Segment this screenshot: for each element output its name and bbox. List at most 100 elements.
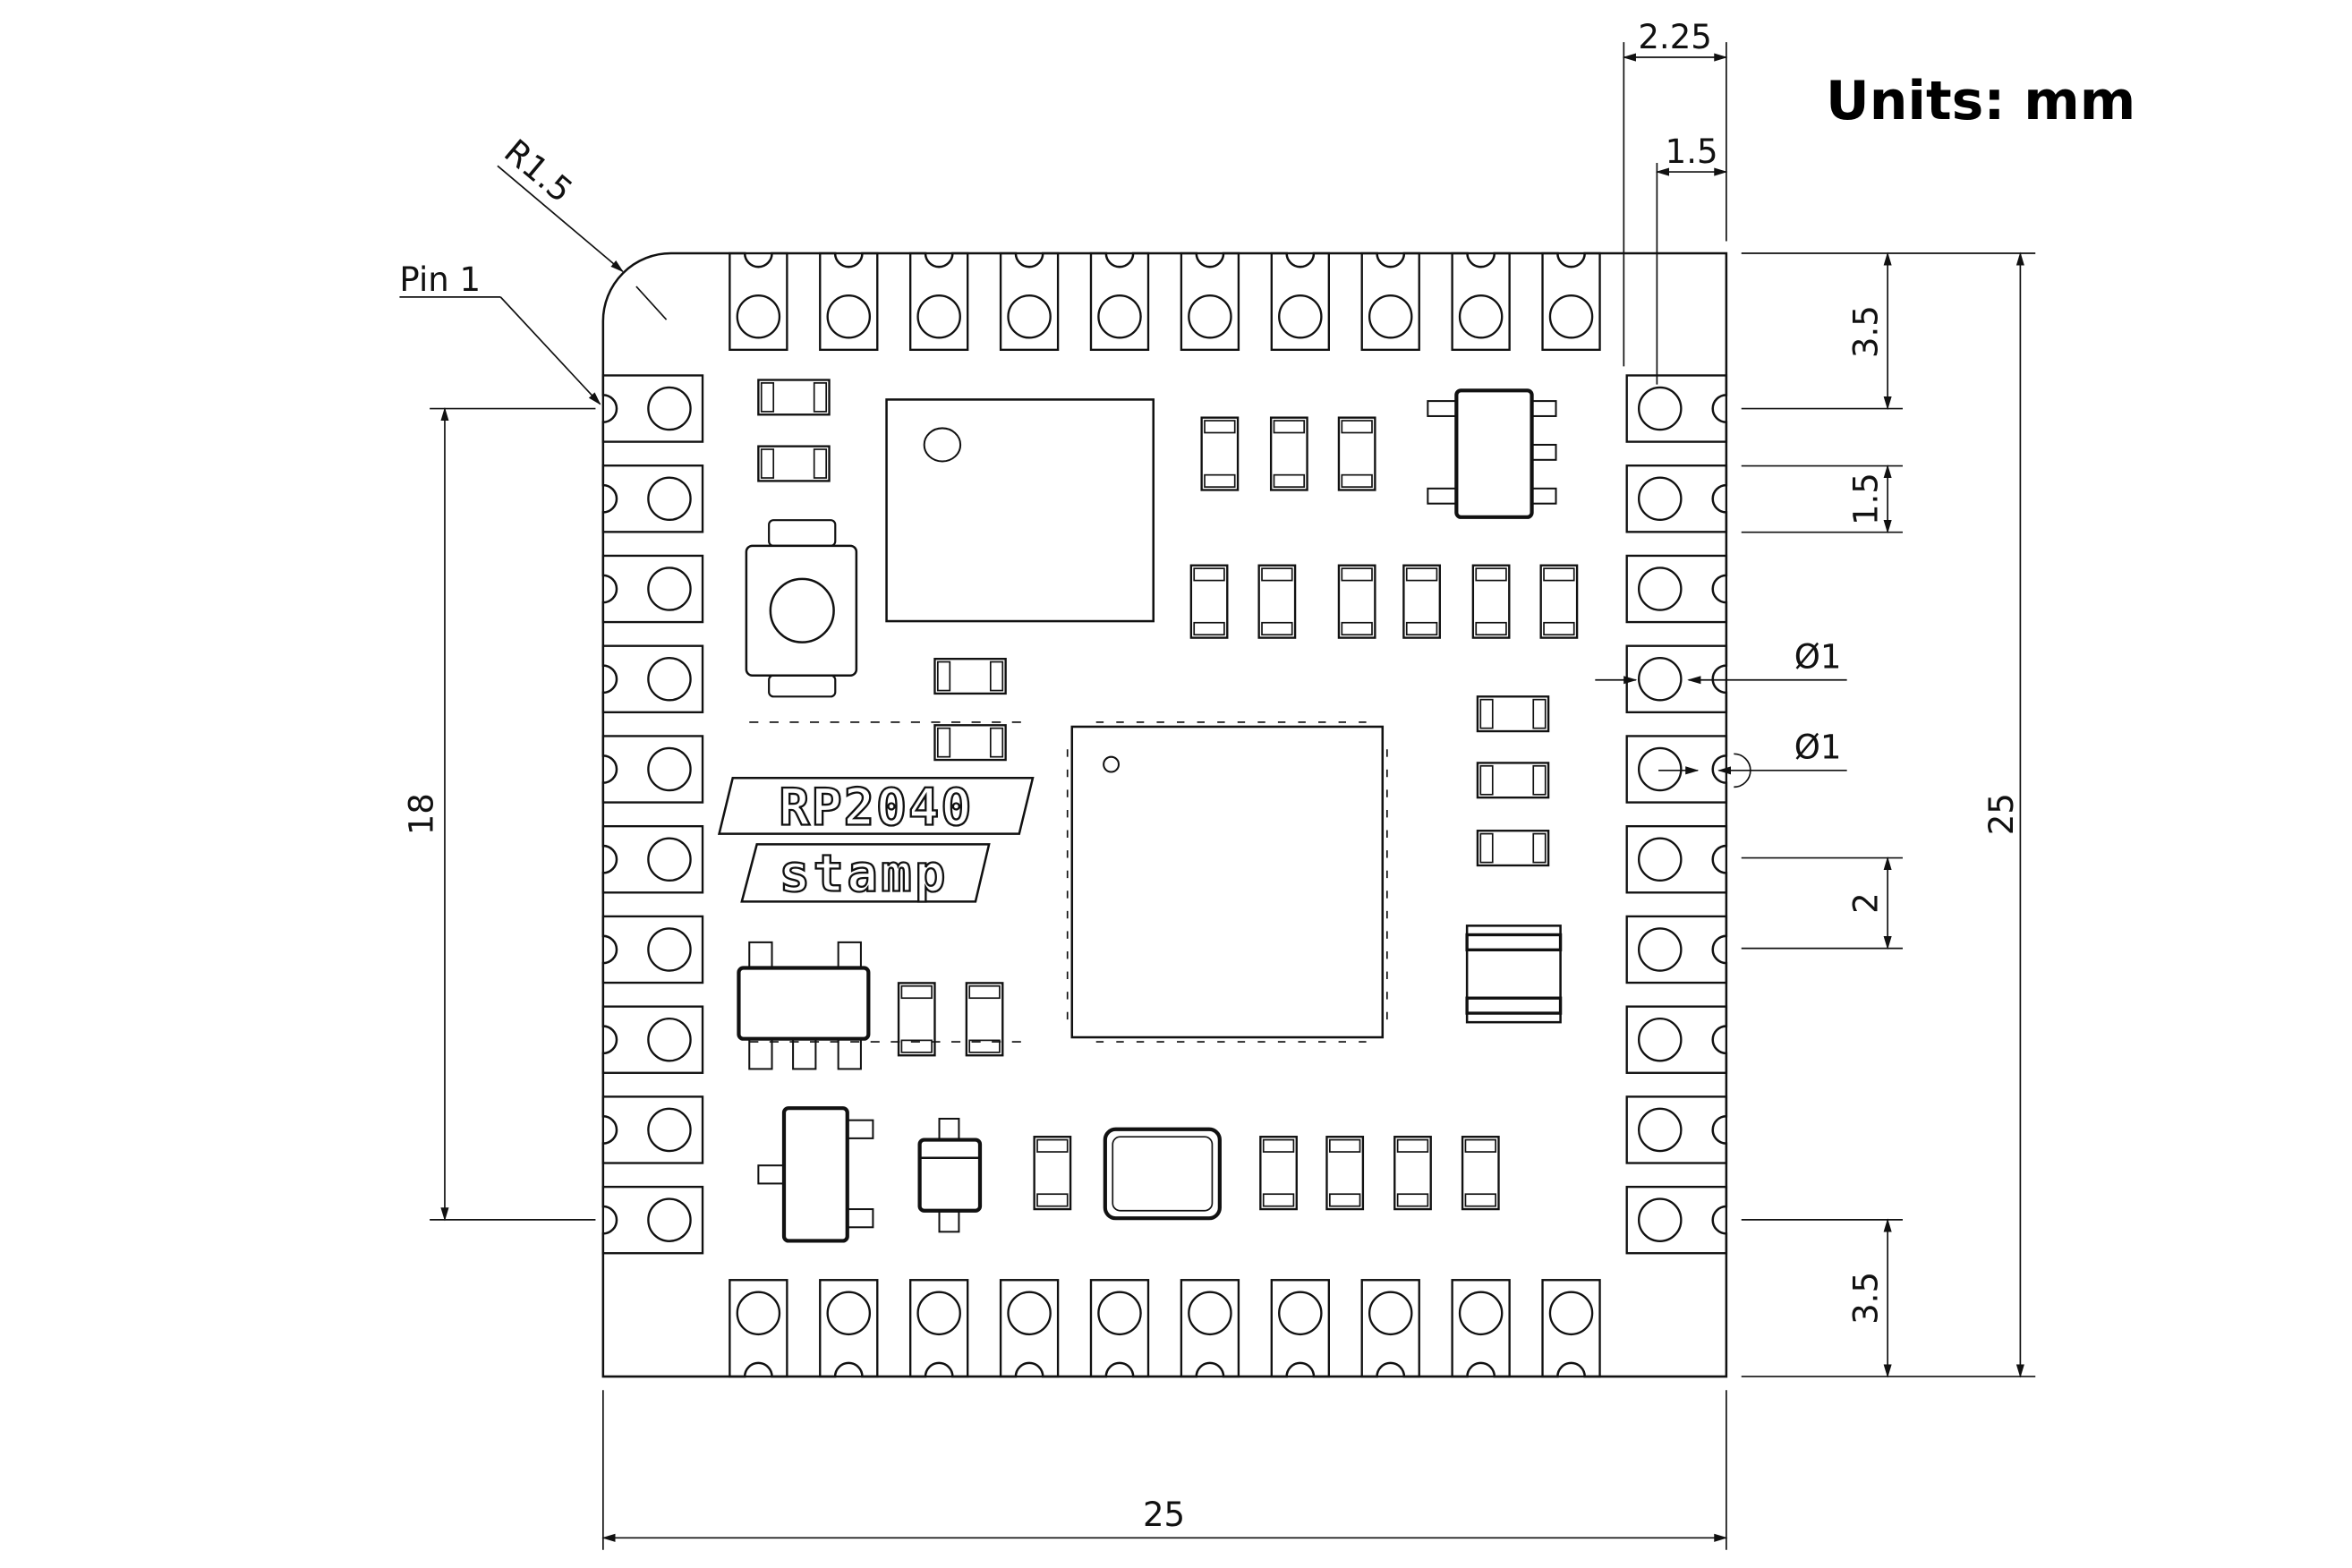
passive-horizontal <box>933 657 1007 695</box>
pad-left <box>601 1005 704 1074</box>
pad-bottom <box>1180 1279 1240 1378</box>
passive-components <box>757 379 1579 1211</box>
dim-2-25: 2.25 <box>1638 18 1712 56</box>
pin1-label: Pin 1 <box>399 260 481 299</box>
pad-bottom <box>1360 1279 1420 1378</box>
pad-right <box>1625 1095 1728 1164</box>
pad-bottom <box>729 1279 788 1378</box>
pad-left <box>601 735 704 804</box>
pad-right <box>1625 915 1728 984</box>
dimension-lines <box>399 42 2036 1550</box>
pad-left <box>601 915 704 984</box>
pad-top <box>999 251 1060 352</box>
pad-top <box>1270 251 1330 352</box>
pad-bottom <box>908 1279 969 1378</box>
dim-25-width: 25 <box>1143 1496 1185 1534</box>
passive-vertical <box>1033 1136 1072 1211</box>
board-outline <box>601 251 1728 1378</box>
passive-vertical <box>1325 1136 1365 1211</box>
passive-vertical <box>1189 564 1229 639</box>
passive-horizontal <box>1476 830 1550 867</box>
pad-right <box>1625 824 1728 894</box>
pad-left <box>601 464 704 533</box>
pad-bottom <box>1270 1279 1330 1378</box>
pad-right <box>1625 374 1728 443</box>
label-stamp: stamp <box>780 844 949 904</box>
pad-top <box>1541 251 1601 352</box>
pad-top <box>908 251 969 352</box>
pad-left <box>601 374 704 443</box>
crystal <box>1103 1127 1222 1221</box>
passive-vertical <box>1259 1136 1298 1211</box>
dimension-texts: 2.25 1.5 3.5 1.5 Ø1 Ø1 2 3.5 25 25 18 Pi… <box>399 18 2021 1534</box>
units-label: Units: mm <box>1826 70 2136 132</box>
pad-top <box>1451 251 1511 352</box>
passive-vertical <box>1393 1136 1432 1211</box>
label-rp2040: RP2040 <box>779 777 973 837</box>
dim-hole-1: Ø1 <box>1794 637 1842 676</box>
passive-vertical <box>965 982 1004 1057</box>
passive-vertical <box>1337 564 1376 639</box>
castellated-pads <box>601 251 1728 1378</box>
components: RP2040 stamp <box>717 379 1579 1243</box>
passive-vertical <box>1461 1136 1500 1211</box>
pad-bottom <box>999 1279 1060 1378</box>
pad-left <box>601 1185 704 1255</box>
pad-top <box>729 251 788 352</box>
passive-vertical <box>1539 564 1579 639</box>
board-silkscreen-label: RP2040 stamp <box>717 776 1035 905</box>
flash-chip-dot <box>923 427 962 463</box>
inductor <box>1465 925 1563 1024</box>
dim-25-height: 25 <box>1982 793 2021 835</box>
pad-left <box>601 644 704 713</box>
dim-3-5-top: 3.5 <box>1846 305 1885 358</box>
pad-top <box>819 251 879 352</box>
dim-18: 18 <box>402 793 440 835</box>
dim-2: 2 <box>1846 892 1885 914</box>
pad-bottom <box>1451 1279 1511 1378</box>
diode <box>917 1117 983 1233</box>
boot-button <box>745 519 858 698</box>
passive-vertical <box>1257 564 1297 639</box>
board-edge <box>601 251 1728 1378</box>
passive-horizontal <box>757 379 831 416</box>
dim-3-5-bottom: 3.5 <box>1846 1272 1885 1325</box>
chip-pins <box>749 721 1388 1043</box>
pad-top <box>1089 251 1150 352</box>
pad-bottom <box>1541 1279 1601 1378</box>
regulator-left <box>737 941 871 1070</box>
passive-horizontal <box>1476 695 1550 733</box>
transistor <box>757 1106 874 1243</box>
pad-top <box>1180 251 1240 352</box>
passive-vertical <box>1269 416 1308 491</box>
pad-left <box>601 554 704 624</box>
pad-left <box>601 824 704 894</box>
dim-1-5-side: 1.5 <box>1846 473 1885 525</box>
passive-horizontal <box>757 445 831 482</box>
pad-right <box>1625 1005 1728 1074</box>
pad-right <box>1625 554 1728 624</box>
flash-chip <box>885 398 1155 623</box>
regulator-top-right <box>1427 388 1557 519</box>
passive-vertical <box>1337 416 1376 491</box>
pad-bottom <box>819 1279 879 1378</box>
rp2040-chip <box>1070 725 1385 1039</box>
pad-right <box>1625 735 1728 804</box>
pad-right <box>1625 644 1728 713</box>
passive-vertical <box>1402 564 1441 639</box>
pad-top <box>1360 251 1420 352</box>
passive-vertical <box>1471 564 1511 639</box>
passive-vertical <box>1200 416 1240 491</box>
pad-right <box>1625 464 1728 533</box>
passive-vertical <box>897 982 936 1057</box>
pad-left <box>601 1095 704 1164</box>
dim-hole-2: Ø1 <box>1794 728 1842 766</box>
radius-label: R1.5 <box>497 132 580 209</box>
pad-right <box>1625 1185 1728 1255</box>
chip-pin1-dot <box>1103 755 1120 773</box>
passive-horizontal <box>933 724 1007 762</box>
dim-1-5-top: 1.5 <box>1666 132 1718 171</box>
passive-horizontal <box>1476 762 1550 799</box>
pad-bottom <box>1089 1279 1150 1378</box>
